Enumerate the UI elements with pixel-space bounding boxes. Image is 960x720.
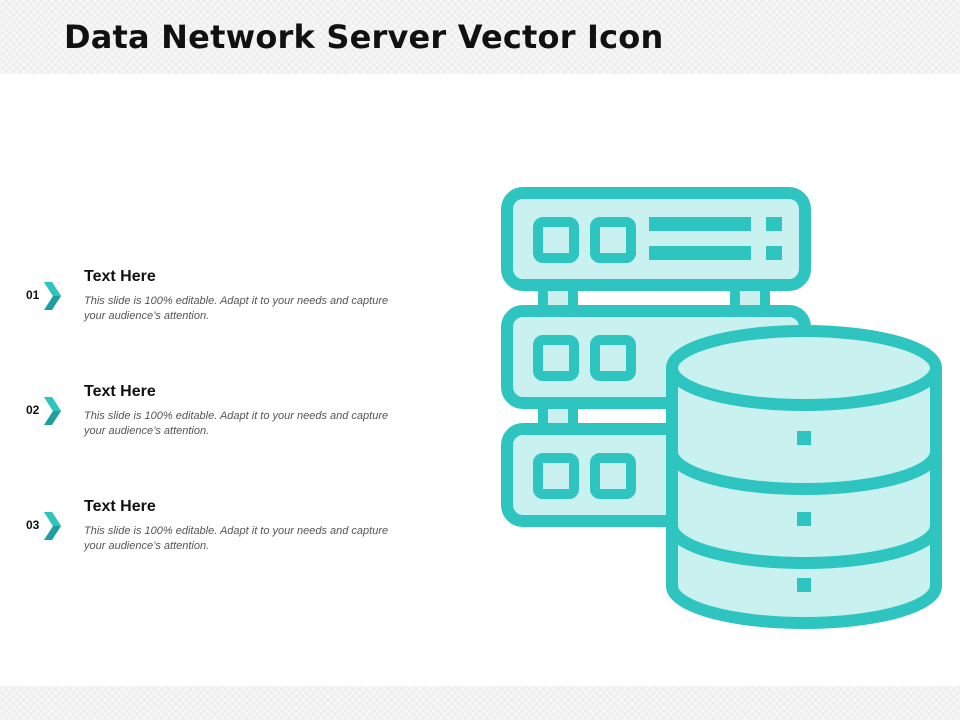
item-number: 02 xyxy=(26,403,40,417)
list-item-02: 02 Text Here This slide is 100% editable… xyxy=(0,383,420,463)
item-number: 01 xyxy=(26,288,40,302)
slide-title: Data Network Server Vector Icon xyxy=(64,18,664,56)
chevron-right-icon xyxy=(44,397,61,425)
footer-band xyxy=(0,686,960,720)
item-description: This slide is 100% editable. Adapt it to… xyxy=(84,295,389,322)
item-heading: Text Here xyxy=(84,383,156,400)
server-database-illustration xyxy=(501,187,942,629)
item-heading: Text Here xyxy=(84,268,156,285)
header-band xyxy=(0,0,960,74)
database-cylinder-icon xyxy=(666,325,942,629)
item-heading: Text Here xyxy=(84,498,156,515)
list-item-01: 01 Text Here This slide is 100% editable… xyxy=(0,268,420,348)
item-number: 03 xyxy=(26,518,40,532)
item-description: This slide is 100% editable. Adapt it to… xyxy=(84,525,389,552)
list-item-03: 03 Text Here This slide is 100% editable… xyxy=(0,498,420,578)
chevron-right-icon xyxy=(44,282,61,310)
item-description: This slide is 100% editable. Adapt it to… xyxy=(84,410,389,437)
chevron-right-icon xyxy=(44,512,61,540)
